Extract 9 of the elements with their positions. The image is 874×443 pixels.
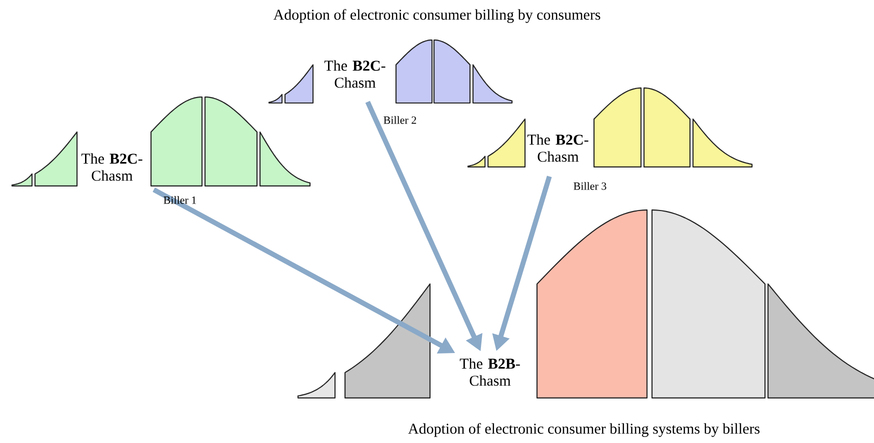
biller-label: Biller 3 (574, 182, 606, 190)
chasm-label: The B2C- Chasm (527, 134, 588, 162)
biller-label: Biller 2 (384, 116, 416, 124)
chasm-label: The B2B- Chasm (460, 358, 520, 386)
caption: Adoption of electronic consumer billing systems by billers (408, 423, 760, 437)
chasm-label: The B2C- Chasm (81, 153, 142, 181)
chasm-label: The B2C- Chasm (324, 60, 386, 88)
biller-label: Biller 1 (164, 196, 196, 204)
title: Adoption of electronic consumer billing by consumers (273, 9, 600, 23)
